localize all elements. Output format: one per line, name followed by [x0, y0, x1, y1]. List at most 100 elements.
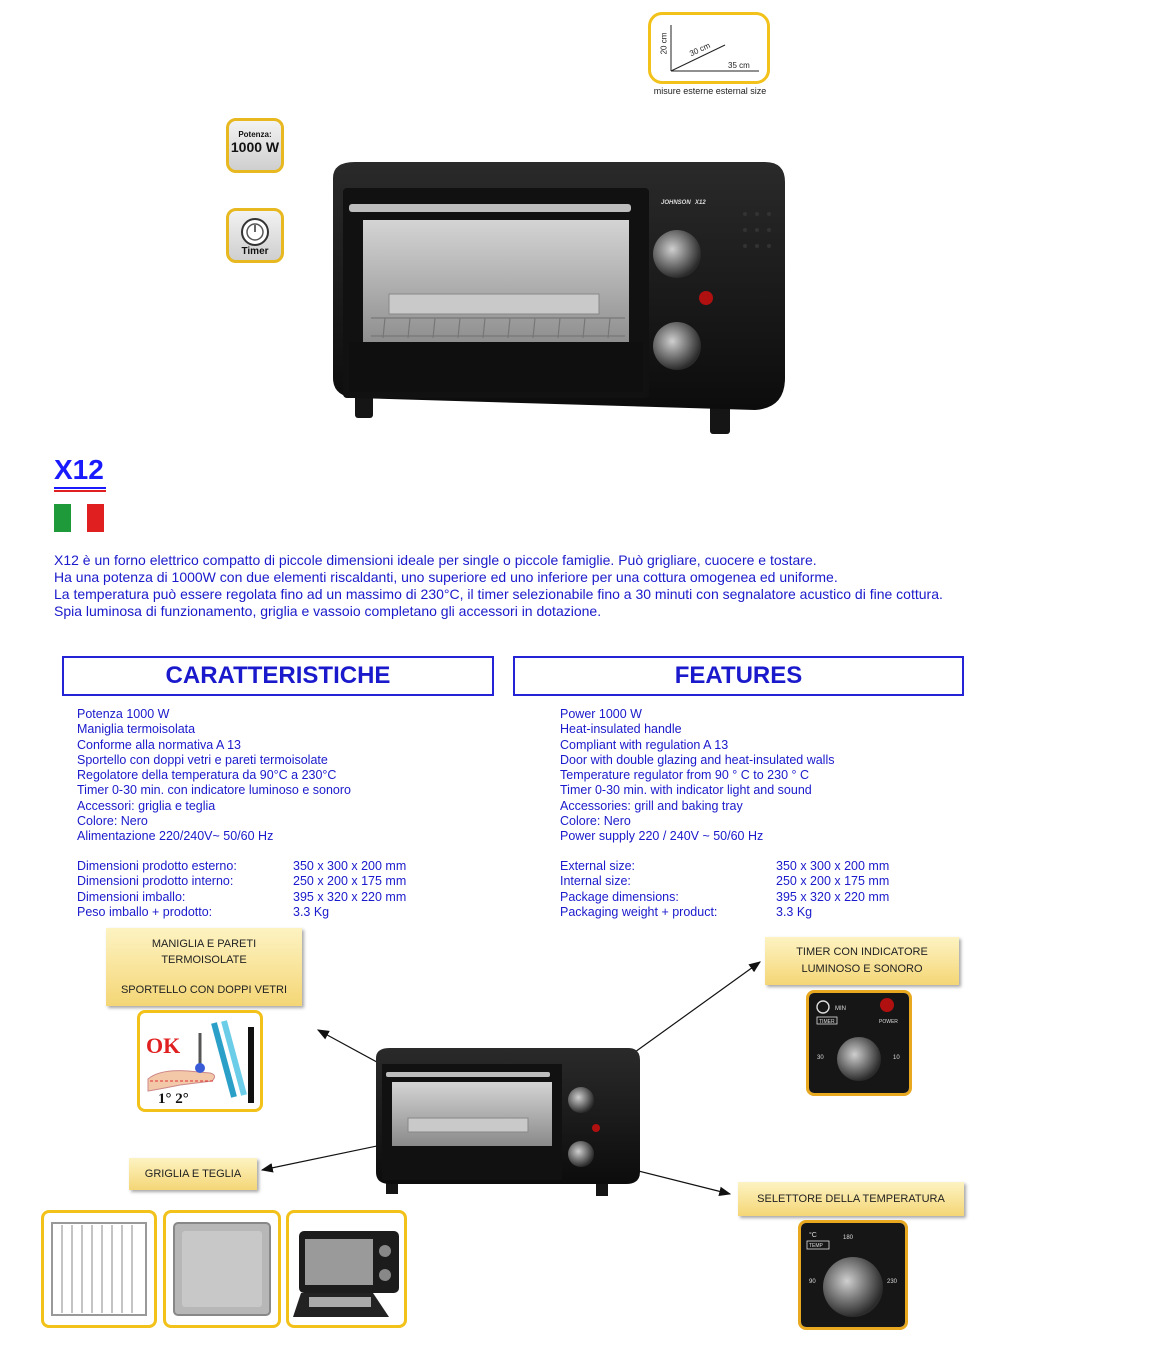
timer-icon [241, 218, 269, 246]
spec-row: Dimensioni prodotto interno: 250 x 200 x … [77, 874, 497, 889]
feature-item: Timer 0-30 min. con indicatore luminoso … [77, 783, 351, 798]
temp-tick-90: 90 [809, 1279, 816, 1285]
feature-item: Temperature regulator from 90 ° C to 230… [560, 768, 809, 783]
temperature-knob-icon: °C TEMP 180 90 230 [801, 1223, 905, 1327]
dimensions-badge: 20 cm 30 cm 35 cm [648, 12, 770, 84]
spec-label: Packaging weight + product: [560, 904, 718, 919]
title-underline-blue [54, 487, 106, 489]
grill-rack-icon [51, 1222, 147, 1316]
hand-glass-icon: OK 1° 2° [146, 1020, 254, 1107]
features-list-en: Power 1000 W Heat-insulated handle Compl… [560, 707, 980, 845]
timer-tick-10: 10 [893, 1055, 900, 1061]
specs-table-it: Dimensioni prodotto esterno: 350 x 300 x … [77, 859, 497, 920]
spec-value: 395 x 320 x 220 mm [293, 889, 407, 904]
baking-tray-image [163, 1210, 281, 1328]
spec-value: 3.3 Kg [293, 904, 330, 919]
title-underline-red [54, 490, 106, 492]
feature-item: Alimentazione 220/240V~ 50/60 Hz [77, 829, 274, 844]
intro-description: X12 è un forno elettrico compatto di pic… [54, 552, 974, 620]
baking-tray-icon [173, 1222, 271, 1316]
spec-value: 250 x 200 x 175 mm [293, 874, 407, 889]
callout-handle-insulation: MANIGLIA E PARETI TERMOISOLATE SPORTELLO… [106, 928, 302, 1006]
flag-white [70, 504, 88, 532]
spec-row: Packaging weight + product: 3.3 Kg [560, 905, 980, 920]
dimensions-caption: misure esterne esternal size [653, 86, 767, 96]
specs-table-en: External size:350 x 300 x 200 mm Interna… [560, 859, 980, 920]
temp-unit-text: °C [809, 1231, 817, 1239]
timer-min-text: MIN [835, 1006, 846, 1012]
features-list-it: Potenza 1000 W Maniglia termoisolata Con… [77, 707, 497, 845]
timer-closeup: MIN TIMER POWER 30 10 [806, 990, 912, 1096]
oven-open-door-icon [293, 1231, 399, 1317]
ok-text: OK [146, 1033, 180, 1058]
feature-item: Regolatore della temperatura da 90°C a 2… [77, 768, 337, 783]
feature-item: Power 1000 W [560, 707, 642, 721]
layers-text: 1° 2° [158, 1091, 189, 1107]
dimension-width: 35 cm [728, 61, 750, 70]
feature-item: Timer 0-30 min. with indicator light and… [560, 783, 812, 798]
model-title: X12 [54, 454, 104, 485]
callout-line: MANIGLIA E PARETI [151, 938, 257, 950]
temp-tick-180: 180 [843, 1235, 854, 1241]
section-header-caratteristiche: CARATTERISTICHE [62, 656, 494, 696]
timer-knob-icon: MIN TIMER POWER 30 10 [809, 993, 909, 1093]
power-badge: Potenza: 1000 W [226, 118, 284, 173]
power-value: 1000 W [230, 139, 280, 155]
spec-label: Dimensioni prodotto interno: [77, 874, 234, 889]
spec-row: External size:350 x 300 x 200 mm [560, 859, 980, 874]
oven-brand-text: JOHNSON [661, 200, 691, 206]
oven-main-image: JOHNSON X12 [333, 162, 785, 434]
feature-item: Colore: Nero [560, 814, 631, 829]
timer-label: Timer [241, 246, 269, 257]
feature-item: Power supply 220 / 240V ~ 50/60 Hz [560, 829, 764, 844]
dimension-lines-graphic [670, 25, 759, 72]
intro-paragraph: Ha una potenza di 1000W con due elementi… [54, 569, 838, 585]
callout-line: TIMER CON INDICATORE [796, 946, 928, 958]
callout-temperature: SELETTORE DELLA TEMPERATURA [738, 1182, 964, 1216]
dimension-height: 20 cm [659, 32, 669, 55]
italian-flag-icon [54, 504, 105, 532]
temp-label-text: TEMP [809, 1243, 824, 1249]
intro-paragraph: La temperatura può essere regolata fino … [54, 586, 943, 602]
spec-label: Dimensioni prodotto esterno: [77, 859, 237, 873]
feature-item: Potenza 1000 W [77, 707, 170, 721]
flag-green [54, 504, 71, 532]
timer-tick-30: 30 [817, 1055, 824, 1061]
spec-row: Peso imballo + prodotto: 3.3 Kg [77, 905, 497, 920]
intro-paragraph: Spia luminosa di funzionamento, griglia … [54, 603, 602, 619]
callout-timer: TIMER CON INDICATORE LUMINOSO E SONORO [765, 937, 959, 985]
spec-label: Internal size: [560, 874, 631, 889]
feature-item: Accessories: grill and baking tray [560, 798, 743, 813]
spec-value: 350 x 300 x 200 mm [293, 859, 407, 873]
section-header-features: FEATURES [513, 656, 964, 696]
flag-red [87, 504, 105, 532]
spec-value: 250 x 200 x 175 mm [776, 874, 890, 889]
spec-value: 395 x 320 x 220 mm [776, 889, 890, 904]
insulation-graphic: OK 1° 2° [137, 1010, 263, 1112]
spec-row: Package dimensions: 395 x 320 x 220 mm [560, 890, 980, 905]
temperature-closeup: °C TEMP 180 90 230 [798, 1220, 908, 1330]
oven-open-door-image [286, 1210, 407, 1328]
feature-item: Conforme alla normativa A 13 [77, 737, 241, 752]
spec-label: Package dimensions: [560, 889, 679, 904]
power-label: Potenza: [238, 130, 272, 139]
spec-value: 3.3 Kg [776, 904, 813, 919]
spec-row: Dimensioni imballo: 395 x 320 x 220 mm [77, 890, 497, 905]
spec-label: External size: [560, 859, 636, 873]
feature-item: Compliant with regulation A 13 [560, 737, 729, 752]
feature-item: Accessori: griglia e teglia [77, 798, 216, 813]
spec-label: Dimensioni imballo: [77, 889, 186, 904]
callout-line: SPORTELLO CON DOPPI VETRI [120, 984, 288, 996]
grill-rack-image [41, 1210, 157, 1328]
feature-item: Sportello con doppi vetri e pareti termo… [77, 752, 328, 767]
feature-item: Door with double glazing and heat-insula… [560, 752, 835, 767]
feature-item: Maniglia termoisolata [77, 722, 196, 737]
feature-item: Colore: Nero [77, 814, 148, 829]
intro-paragraph: X12 è un forno elettrico compatto di pic… [54, 552, 817, 568]
feature-item: Heat-insulated handle [560, 722, 682, 737]
timer-badge: Timer [226, 208, 284, 263]
timer-timer-text: TIMER [819, 1019, 835, 1025]
callout-grill-tray: GRIGLIA E TEGLIA [129, 1158, 257, 1190]
spec-label: Peso imballo + prodotto: [77, 904, 213, 919]
callout-line: LUMINOSO E SONORO [801, 963, 923, 975]
